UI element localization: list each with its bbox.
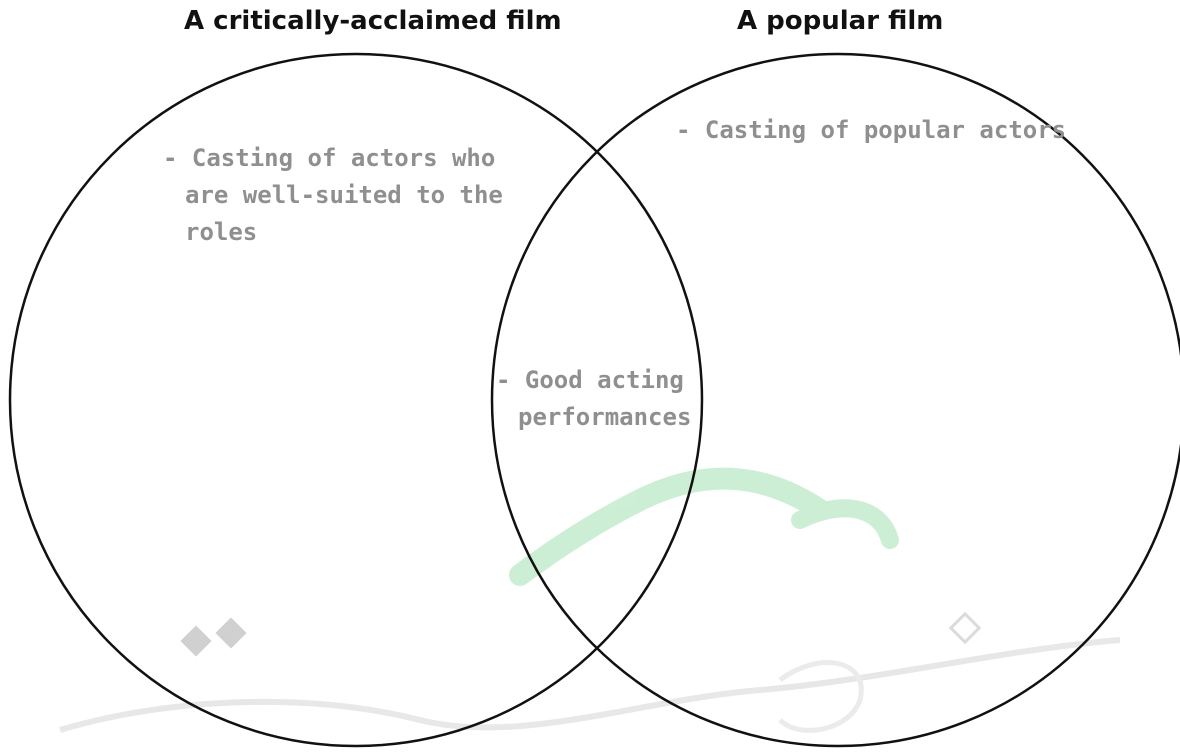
watermark-gray-scroll-2: [778, 660, 864, 733]
right-set-title: A popular film: [737, 6, 944, 36]
watermark-green-stroke-2: [791, 499, 899, 549]
overlap-notes: - Good acting performances: [496, 362, 691, 436]
overlap-note-line: performances: [518, 403, 692, 431]
left-note-line: - Casting of actors who: [163, 144, 496, 172]
watermark-dot-1: [180, 625, 212, 657]
watermark-green-stroke: [509, 467, 831, 586]
watermark-dot-3: [948, 611, 982, 645]
left-circle: [8, 52, 704, 748]
right-circle: [490, 52, 1180, 748]
left-set-title: A critically-acclaimed film: [184, 6, 562, 36]
watermark: [59, 467, 1121, 733]
watermark-dot-2: [215, 617, 247, 649]
left-note-line: are well-suited to the: [185, 181, 503, 209]
right-set-notes: - Casting of popular actors: [676, 112, 1066, 149]
left-note-line: roles: [185, 218, 258, 246]
overlap-note-line: - Good acting: [496, 366, 684, 394]
left-set-notes: - Casting of actors who are well-suited …: [163, 140, 503, 251]
right-note-line: - Casting of popular actors: [676, 116, 1067, 144]
watermark-gray-scroll: [59, 637, 1121, 733]
